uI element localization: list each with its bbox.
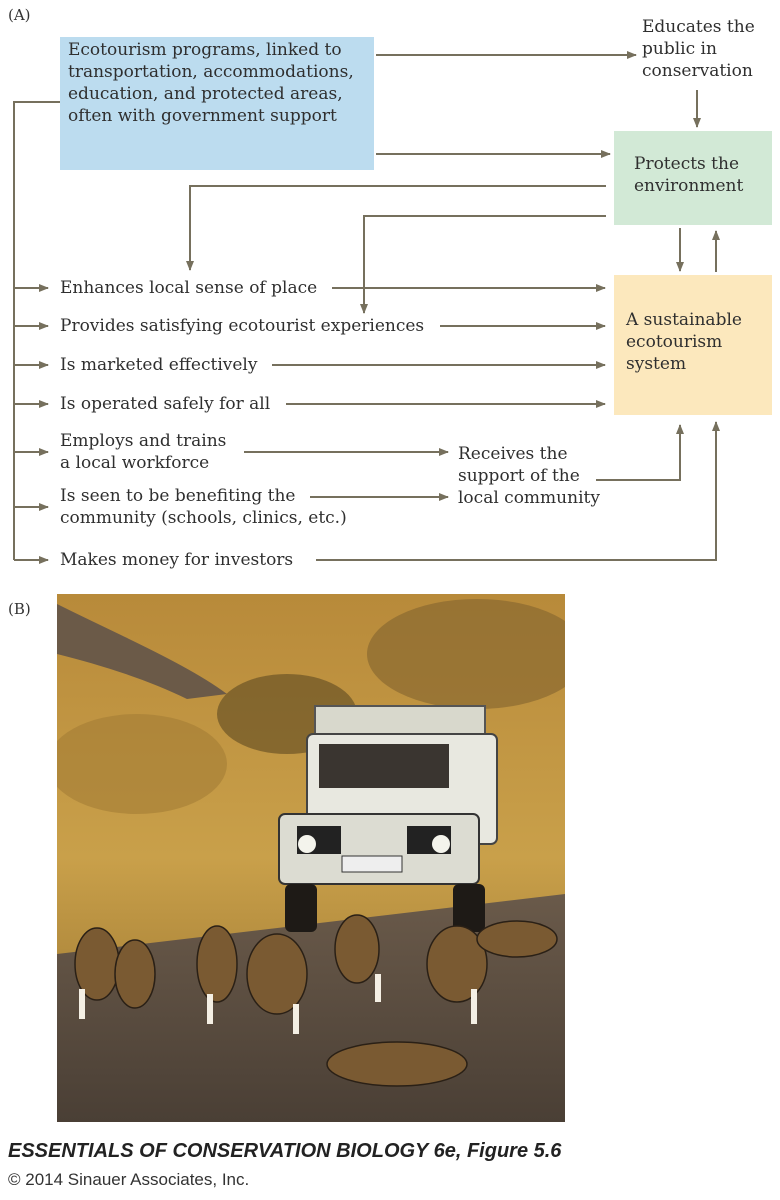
left-bus-line (13, 101, 60, 560)
receives-support-label: Receives the support of the local commun… (458, 443, 600, 509)
workforce-line-2: a local workforce (60, 453, 210, 473)
benefiting-line-1: Is seen to be benefiting the (60, 486, 296, 506)
protects-line-2: environment (634, 176, 744, 196)
support-line-1: Receives the (458, 444, 568, 464)
ecotourism-programs-box: Ecotourism programs, linked to transport… (60, 37, 374, 170)
outcome-sense-of-place: Enhances local sense of place (60, 278, 318, 298)
outcome-local-workforce: Employs and trains a local workforce (60, 430, 226, 474)
benefiting-line-2: community (schools, clinics, etc.) (60, 508, 347, 528)
protects-environment-box: Protects the environment (614, 131, 772, 225)
outcome-benefiting-community: Is seen to be benefiting the community (… (60, 485, 347, 529)
outcome-marketed: Is marketed effectively (60, 355, 258, 375)
panel-b-label: (B) (8, 600, 31, 618)
outcome-makes-money: Makes money for investors (60, 550, 294, 570)
support-line-3: local community (458, 488, 600, 508)
flow-arrows (13, 51, 720, 564)
ecotourism-programs-text: Ecotourism programs, linked to transport… (68, 40, 354, 126)
workforce-line-1: Employs and trains (60, 431, 227, 451)
safari-vehicle (278, 705, 498, 932)
system-line-3: system (626, 354, 687, 374)
protects-line-1: Protects the (634, 154, 740, 174)
educates-line-1: Educates the (642, 17, 755, 37)
distant-road (57, 604, 227, 699)
figure-title: ESSENTIALS OF CONSERVATION BIOLOGY 6e, F… (8, 1140, 562, 1162)
system-line-1: A sustainable (626, 310, 742, 330)
educates-line-2: public in (642, 39, 717, 59)
outcome-ecotourist-experiences: Provides satisfying ecotourist experienc… (60, 316, 425, 336)
panel-a-label: (A) (8, 6, 31, 24)
sustainable-system-box: A sustainable ecotourism system (614, 275, 772, 415)
safari-photo (57, 594, 565, 1122)
copyright: © 2014 Sinauer Associates, Inc. (8, 1170, 250, 1189)
educates-line-3: conservation (642, 61, 753, 81)
outcome-operated-safely: Is operated safely for all (60, 394, 271, 414)
arrow-protects-sense-of-place (186, 185, 606, 271)
arrow-protects-experiences (360, 215, 606, 314)
system-line-2: ecotourism (626, 332, 723, 352)
support-line-2: support of the (458, 466, 580, 486)
educates-public-label: Educates the public in conservation (642, 16, 755, 82)
wild-dogs (74, 914, 558, 1087)
